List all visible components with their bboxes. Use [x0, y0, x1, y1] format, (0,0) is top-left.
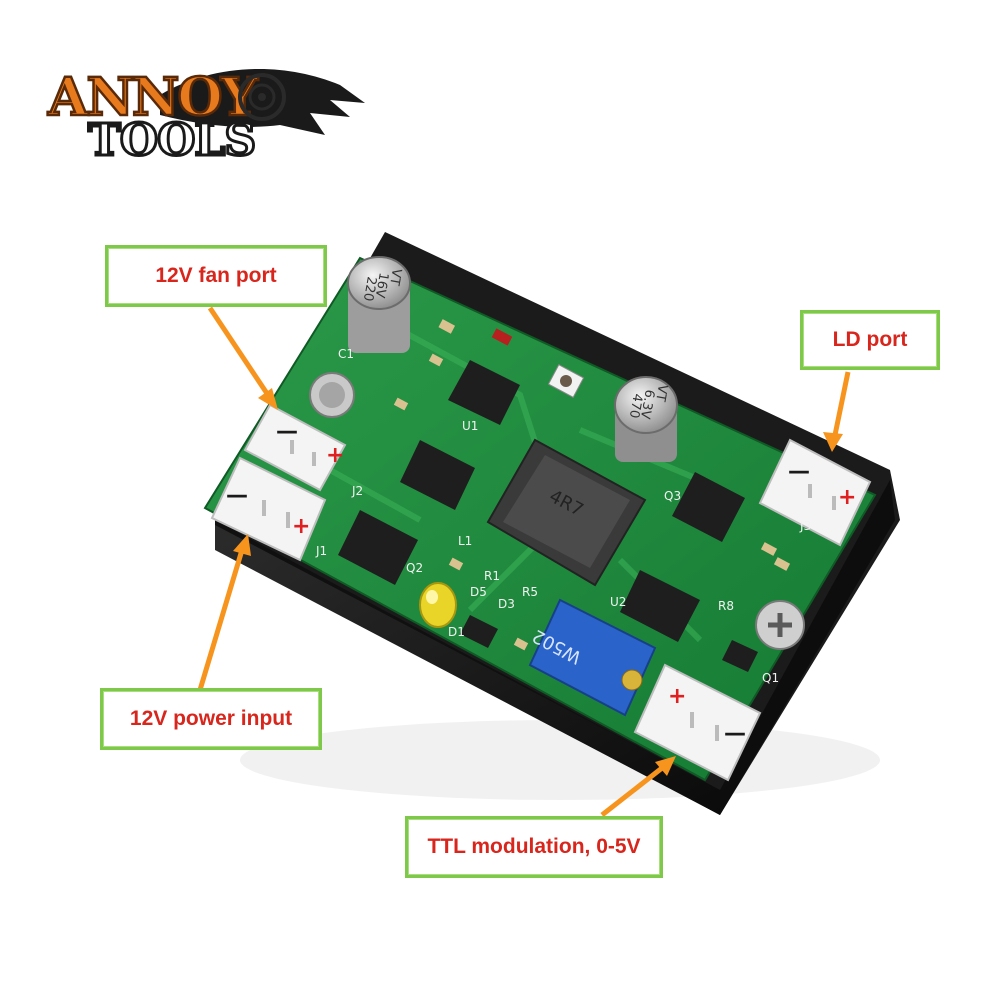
silk-label: Q1 [762, 671, 779, 685]
silk-label: J2 [351, 484, 363, 498]
svg-text:VT: VT [386, 267, 404, 286]
plus-mark: + [292, 514, 310, 539]
silk-label: U2 [610, 595, 626, 609]
transistor [460, 615, 498, 648]
capacitor-c2: 470 6.3V VT [614, 376, 678, 462]
ic-chip [448, 360, 520, 425]
ic-chip [338, 510, 418, 585]
silk-label: L1 [458, 534, 472, 548]
smd-resistor [760, 542, 778, 556]
ic-chip [620, 570, 700, 642]
connector-ttl [633, 663, 762, 782]
capacitor-c1: 220 16V VT [347, 256, 411, 353]
silk-label: J3 [799, 519, 811, 533]
minus-mark: — [788, 459, 810, 484]
power-input-label: 12V power input [100, 688, 322, 750]
silk-label: C1 [338, 347, 354, 361]
plus-mark: + [326, 443, 344, 468]
transistor [722, 640, 758, 672]
target-icon [238, 73, 286, 121]
smd-resistor [438, 319, 456, 334]
silk-label: J1 [315, 544, 327, 558]
ld-port-label: LD port [800, 310, 940, 370]
smd-resistor [393, 397, 409, 411]
silk-label: R5 [522, 585, 538, 599]
silk-label: Q2 [406, 561, 423, 575]
svg-text:220: 220 [360, 275, 379, 302]
trimmer-w502: W502 [528, 598, 657, 717]
silk-label: Q3 [664, 489, 681, 503]
minus-mark: — [276, 419, 298, 444]
silk-label: R8 [718, 599, 734, 613]
svg-text:VT: VT [652, 383, 670, 402]
logo-line2: TOOLS [88, 115, 255, 165]
smd-resistor [448, 557, 464, 571]
smd-resistor [513, 637, 529, 651]
arrow-ld-port [823, 371, 851, 452]
svg-text:6.3V: 6.3V [637, 388, 657, 420]
ttl-modulation-label: TTL modulation, 0-5V [405, 816, 663, 878]
arrow-ttl [600, 756, 676, 817]
smd-resistor [428, 353, 444, 367]
trim-pot-icon [547, 364, 585, 398]
connector-ld [758, 438, 872, 547]
minus-mark: — [226, 483, 248, 508]
connector-j2 [243, 403, 347, 492]
silk-label: D5 [470, 585, 487, 599]
silk-label: D1 [448, 625, 465, 639]
screw-icon [755, 600, 805, 650]
fan-port-label: 12V fan port [105, 245, 327, 307]
silk-label: U1 [462, 419, 478, 433]
arrow-power-input [197, 534, 251, 691]
smd-diode [491, 328, 513, 346]
minus-mark: — [724, 721, 746, 746]
screw-icon [309, 372, 355, 418]
plus-mark: + [668, 684, 686, 709]
plus-mark: + [838, 485, 856, 510]
logo-line1: ANNOY [47, 67, 259, 128]
silk-label: R1 [484, 569, 500, 583]
svg-text:16V: 16V [372, 271, 391, 299]
silk-label: D3 [498, 597, 515, 611]
svg-text:470: 470 [626, 392, 645, 419]
smd-resistor [773, 557, 791, 571]
ic-chip [672, 472, 745, 542]
ic-chip [400, 440, 475, 510]
connector-j1 [210, 456, 327, 562]
annoy-tools-logo: ANNOY TOOLS [46, 66, 365, 165]
led-icon [419, 582, 457, 628]
inductor-l1: 4R7 [486, 438, 647, 587]
arrow-fan-port [207, 306, 278, 410]
